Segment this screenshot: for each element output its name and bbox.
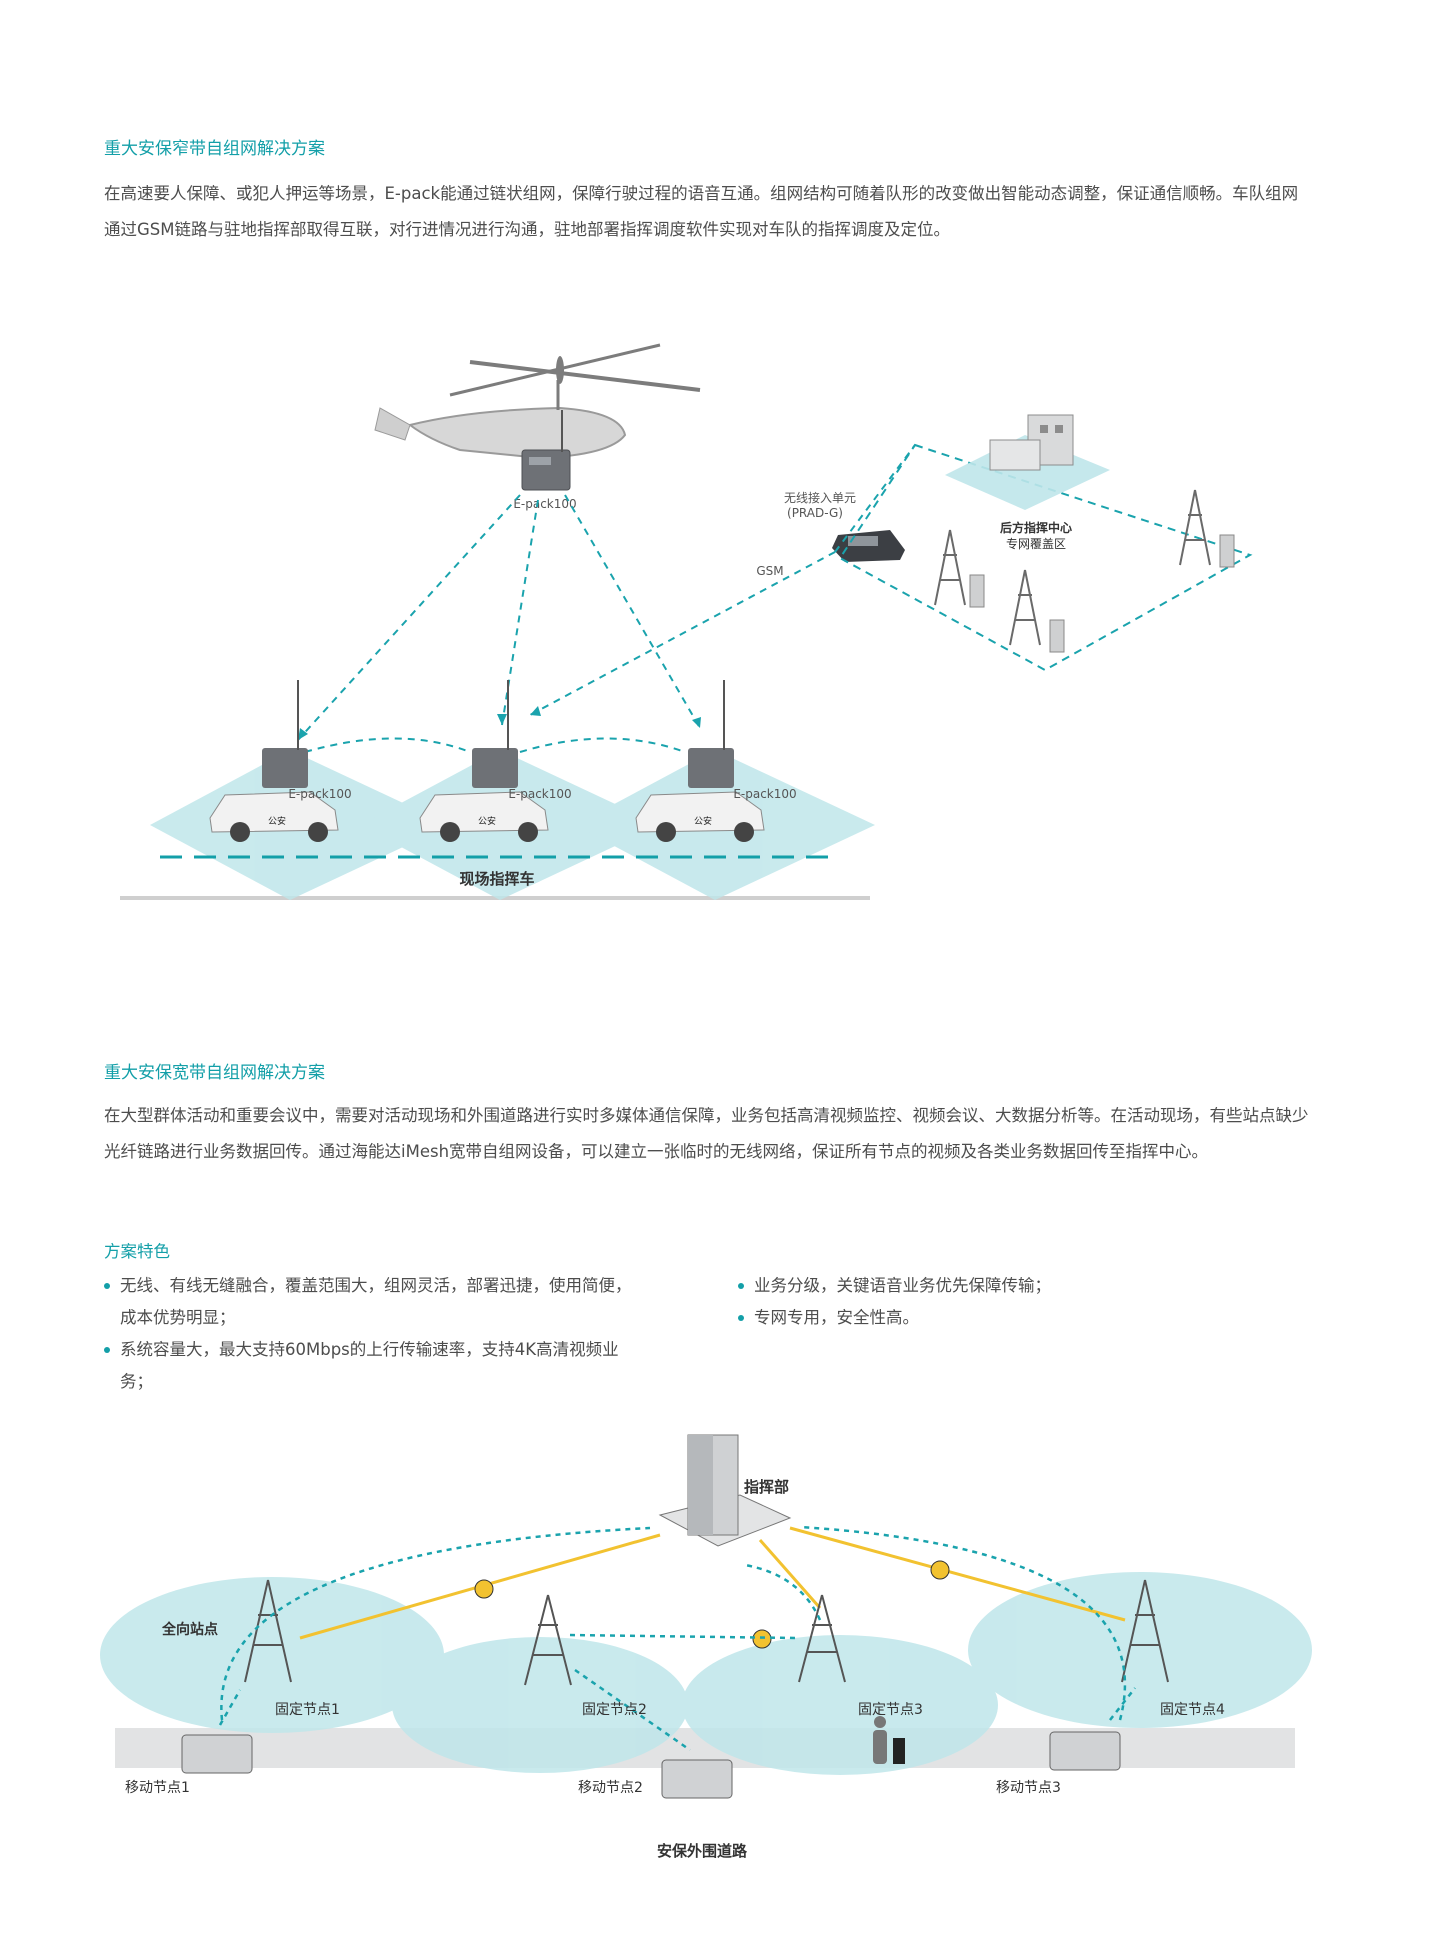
features-title: 方案特色 (104, 1242, 170, 1261)
car-device-label-3: E-pack100 (733, 787, 796, 801)
command-vehicles: 公安 公安 公安 (209, 680, 765, 842)
narrowband-diagram: E-pack100 无线接入单元 (PRAD-G) GSM 后方指挥中心 专网覆… (120, 343, 1253, 900)
mobile-vehicle-icons (181, 1731, 1121, 1799)
svg-text:公安: 公安 (478, 815, 496, 827)
features-right-list: 业务分级，关键语音业务优先保障传输； 专网专用，安全性高。 (738, 1270, 1278, 1334)
omni-station-label: 全向站点 (161, 1621, 218, 1638)
features-left-list: 无线、有线无缝融合，覆盖范围大，组网灵活，部署迅捷，使用简便，成本优势明显； 系… (104, 1270, 644, 1398)
fixed-node-2-label: 固定节点2 (582, 1702, 647, 1718)
command-building-icon (989, 414, 1074, 471)
epack-device-heli (521, 410, 571, 491)
broadband-diagram: 指挥部 全向站点 固定节点1 固定节点2 固定节点3 固定节点4 (100, 1434, 1312, 1860)
prad-device-icon (832, 530, 905, 562)
section1-paragraph: 在高速要人保障、或犯人押运等场景，E-pack能通过链状组网，保障行驶过程的语音… (104, 184, 1299, 239)
wireless-links (218, 1525, 1136, 1752)
section1-title: 重大安保窄带自组网解决方案 (104, 139, 325, 159)
person-icon (873, 1716, 905, 1764)
fixed-node-4-label: 固定节点4 (1160, 1702, 1225, 1718)
svg-text:公安: 公安 (694, 815, 712, 827)
vehicle-group-label: 现场指挥车 (459, 870, 534, 888)
fixed-node-3-label: 固定节点3 (858, 1702, 923, 1718)
car-device-label-2: E-pack100 (508, 787, 571, 801)
coverage-label: 专网覆盖区 (1006, 536, 1066, 551)
hq-label: 指挥部 (744, 1478, 789, 1496)
heli-device-label: E-pack100 (513, 497, 576, 511)
svg-text:公安: 公安 (268, 815, 286, 827)
vehicle-3: 公安 (635, 680, 765, 842)
feature-item: 业务分级，关键语音业务优先保障传输； (738, 1270, 1278, 1302)
fixed-node-1-label: 固定节点1 (275, 1702, 340, 1718)
tower-icons (934, 489, 1211, 646)
gsm-label: GSM (756, 564, 783, 578)
mobile-node-1-label: 移动节点1 (125, 1780, 190, 1796)
mobile-node-2-label: 移动节点2 (578, 1780, 643, 1796)
feature-item: 专网专用，安全性高。 (738, 1302, 1278, 1334)
vehicle-2: 公安 (419, 680, 549, 842)
mobile-node-3-label: 移动节点3 (996, 1780, 1061, 1796)
feature-item: 系统容量大，最大支持60Mbps的上行传输速率，支持4K高清视频业务； (104, 1334, 644, 1398)
tower-icons (244, 1579, 1169, 1686)
feature-item: 无线、有线无缝融合，覆盖范围大，组网灵活，部署迅捷，使用简便，成本优势明显； (104, 1270, 644, 1334)
prad-label: 无线接入单元 (784, 490, 856, 505)
hq-building-icon (658, 1434, 792, 1547)
prad-model: (PRAD-G) (787, 506, 843, 520)
fiber-break-icons (474, 1560, 950, 1649)
section2-paragraph: 在大型群体活动和重要会议中，需要对活动现场和外围道路进行实时多媒体通信保障，业务… (104, 1106, 1309, 1161)
helicopter-icon (374, 343, 701, 460)
coverage-areas (100, 1572, 1312, 1775)
link-arrowheads (298, 706, 701, 740)
vehicle-1: 公安 (209, 680, 339, 842)
road-label: 安保外围道路 (657, 1842, 748, 1860)
car-device-label-1: E-pack100 (288, 787, 351, 801)
wireless-links (297, 444, 916, 753)
command-center-label: 后方指挥中心 (1000, 520, 1072, 535)
section2-title: 重大安保宽带自组网解决方案 (104, 1063, 325, 1083)
